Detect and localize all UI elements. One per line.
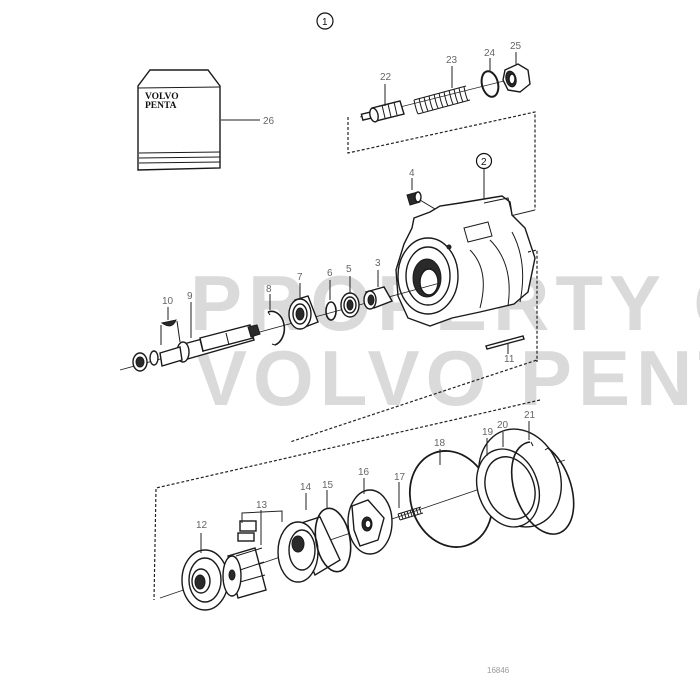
service-kit-box[interactable]: VOLVO PENTA [137, 69, 221, 171]
callout-23[interactable]: 23 [446, 55, 458, 66]
svg-text:2: 2 [481, 157, 487, 168]
callout-6[interactable]: 6 [327, 268, 333, 279]
part-7-bearing[interactable] [288, 295, 319, 330]
part-10-key[interactable] [160, 319, 181, 345]
part-23-spring[interactable] [413, 85, 471, 115]
part-25-nut[interactable] [502, 63, 531, 93]
callout-4[interactable]: 4 [409, 168, 415, 179]
kit-brand-line2: PENTA [145, 101, 177, 111]
part-19-20-seal-cover[interactable] [465, 417, 574, 538]
callout-13[interactable]: 13 [256, 500, 268, 511]
part-11-pin[interactable] [485, 335, 525, 350]
callout-22[interactable]: 22 [380, 72, 392, 83]
callout-11[interactable]: 11 [504, 354, 515, 365]
svg-text:1: 1 [322, 17, 328, 28]
part-8-circlip[interactable] [267, 310, 286, 346]
callout-3[interactable]: 3 [375, 258, 381, 269]
part-9-shaft[interactable] [159, 324, 261, 367]
watermark-line2: VOLVO PENTA [195, 334, 700, 422]
part-4-plug[interactable] [406, 191, 422, 206]
callout-18[interactable]: 18 [434, 438, 446, 449]
callout-19[interactable]: 19 [482, 427, 494, 438]
part-13-rotor[interactable] [222, 520, 267, 599]
callout-20[interactable]: 20 [497, 420, 509, 431]
callout-7[interactable]: 7 [297, 272, 303, 283]
illustration-reference-number: 16846 [487, 666, 510, 675]
part-3-sleeve[interactable] [363, 286, 394, 310]
part-14-cam-ring[interactable] [277, 516, 341, 583]
callout-25[interactable]: 25 [510, 41, 522, 52]
part-15-o-ring[interactable] [311, 506, 356, 575]
callout-21[interactable]: 21 [524, 410, 536, 421]
callout-12[interactable]: 12 [196, 520, 208, 531]
callout-17[interactable]: 17 [394, 472, 406, 483]
kit-brand-line1: VOLVO [145, 92, 179, 102]
part-2-housing[interactable] [395, 195, 536, 327]
callout-26[interactable]: 26 [263, 116, 275, 127]
part-22-valve[interactable] [360, 100, 405, 123]
part-17-spring[interactable] [397, 506, 424, 521]
group-callout-1[interactable]: 1 [316, 12, 334, 30]
part-16-pressure-plate[interactable] [347, 489, 393, 555]
callout-16[interactable]: 16 [358, 467, 370, 478]
callout-9[interactable]: 9 [187, 291, 193, 302]
part-5-bearing[interactable] [340, 292, 360, 318]
part-12-end-cover[interactable] [181, 549, 229, 611]
part-6-ring[interactable] [325, 301, 337, 321]
part-21-snap-ring[interactable] [510, 441, 575, 535]
callout-24[interactable]: 24 [484, 48, 496, 59]
callout-5[interactable]: 5 [346, 264, 352, 275]
part-24-o-ring[interactable] [479, 69, 501, 98]
callout-8[interactable]: 8 [266, 284, 272, 295]
callout-10[interactable]: 10 [162, 296, 174, 307]
callout-14[interactable]: 14 [300, 482, 312, 493]
group-callout-2[interactable]: 2 [475, 152, 493, 170]
callout-15[interactable]: 15 [322, 480, 334, 491]
shaft-end-coupler[interactable] [132, 350, 159, 372]
